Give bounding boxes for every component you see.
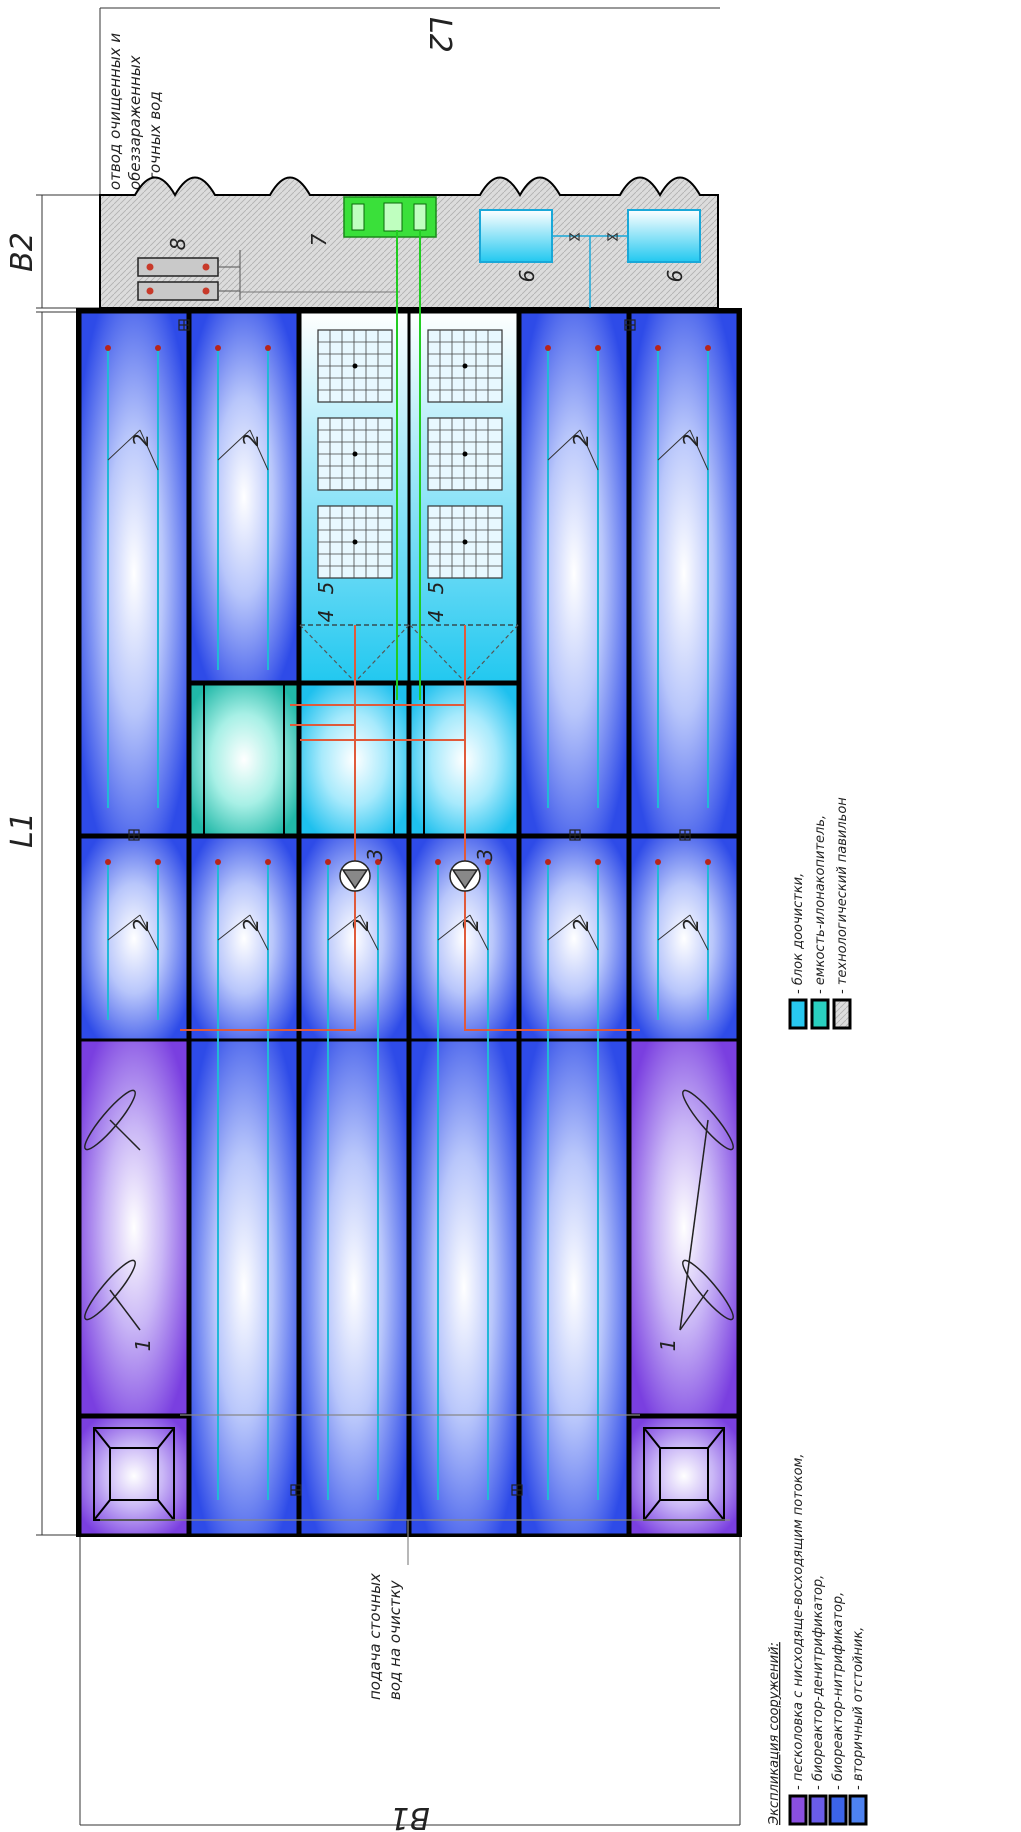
upper-tanks (78, 310, 740, 837)
legend-swatch-post-treatment (788, 998, 808, 1030)
uv-unit (343, 196, 437, 238)
callout-2h: 2 (459, 919, 483, 932)
inflow-note: подача сточных вод на очистку (366, 1573, 404, 1700)
callout-2f: 2 (239, 919, 263, 932)
legend-item-nitrifier: - биореактор-нитрификатор, (831, 1592, 846, 1790)
pump-icon (339, 860, 481, 892)
legend-title: Экспликация сооружений: (767, 1642, 782, 1826)
tech-pavilion (99, 176, 719, 309)
legend-item-denitrifier: - биореактор-денитрификатор, (811, 1575, 826, 1790)
legend-swatches (788, 998, 868, 1826)
callout-1a: 1 (131, 1339, 155, 1352)
callout-2e: 2 (129, 919, 153, 932)
legend-swatch-sand-trap (788, 1794, 808, 1826)
callout-6b: 6 (663, 270, 687, 283)
callout-2b: 2 (239, 434, 263, 447)
callout-2g: 2 (349, 919, 373, 932)
legend: Экспликация сооружений: - песколовка с н… (767, 797, 868, 1826)
legend-item-post-treatment: - блок доочистки, (791, 873, 806, 994)
callout-4a: 4 (314, 610, 338, 623)
pipe-red (180, 625, 640, 1031)
tech-block-group: ⋈ ⋈ (479, 209, 701, 310)
legend-item-sludge-tank: - емкость-илонакопитель, (813, 815, 828, 994)
callout-7: 7 (307, 233, 331, 246)
hatch-markers (128, 319, 691, 1496)
aeration-lines (107, 348, 709, 1500)
callout-4b: 4 (424, 610, 448, 623)
legend-swatch-sludge-tank (810, 998, 830, 1030)
lower-tanks (78, 1038, 740, 1537)
filter-modules (299, 329, 519, 683)
outflow-note-line-2: обеззараженных (126, 55, 144, 190)
legend-item-sand-trap: - песколовка с нисходяще-восходящим пото… (791, 1454, 806, 1791)
dim-l1: L1 (5, 812, 40, 848)
dim-b1: B1 (390, 1800, 430, 1832)
pipe-green (396, 230, 421, 700)
aeration-heads (105, 345, 711, 865)
callout-2d: 2 (679, 434, 703, 447)
callout-1b: 1 (656, 1339, 680, 1352)
callout-2a: 2 (129, 434, 153, 447)
inflow-note-line-2: вод на очистку (386, 1579, 404, 1700)
callout-2j: 2 (679, 919, 703, 932)
callout-3b: 3 (473, 849, 497, 862)
dim-b2: B2 (5, 232, 40, 272)
valve-icon: ⋈ (606, 230, 619, 245)
callout-6a: 6 (515, 270, 539, 283)
mixer-icons (84, 1089, 734, 1331)
outflow-note: отвод очищенных и обеззараженных сточных… (106, 33, 164, 190)
callout-2i: 2 (569, 919, 593, 932)
frame-lines (36, 7, 741, 1826)
dim-l2: L2 (422, 17, 457, 53)
callout-3a: 3 (363, 849, 387, 862)
callout-5a: 5 (314, 582, 338, 595)
legend-item-pavilion: - технологический павильон (835, 797, 850, 994)
legend-swatch-pavilion (832, 998, 852, 1030)
legend-swatch-clarifier (848, 1794, 868, 1826)
legend-item-clarifier: - вторичный отстойник, (851, 1627, 866, 1790)
blower-group (137, 250, 400, 301)
middle-tanks (78, 835, 740, 1042)
callout-8: 8 (166, 238, 190, 251)
legend-swatch-nitrifier (828, 1794, 848, 1826)
callout-2c: 2 (569, 434, 593, 447)
valve-icon: ⋈ (568, 230, 581, 245)
callout-5b: 5 (424, 582, 448, 595)
inflow-note-line-1: подача сточных (366, 1573, 384, 1700)
legend-swatch-denitrifier (808, 1794, 828, 1826)
outflow-note-line-3: сточных вод (146, 91, 164, 190)
pipe-gray (100, 1414, 730, 1565)
outflow-note-line-1: отвод очищенных и (106, 33, 124, 190)
